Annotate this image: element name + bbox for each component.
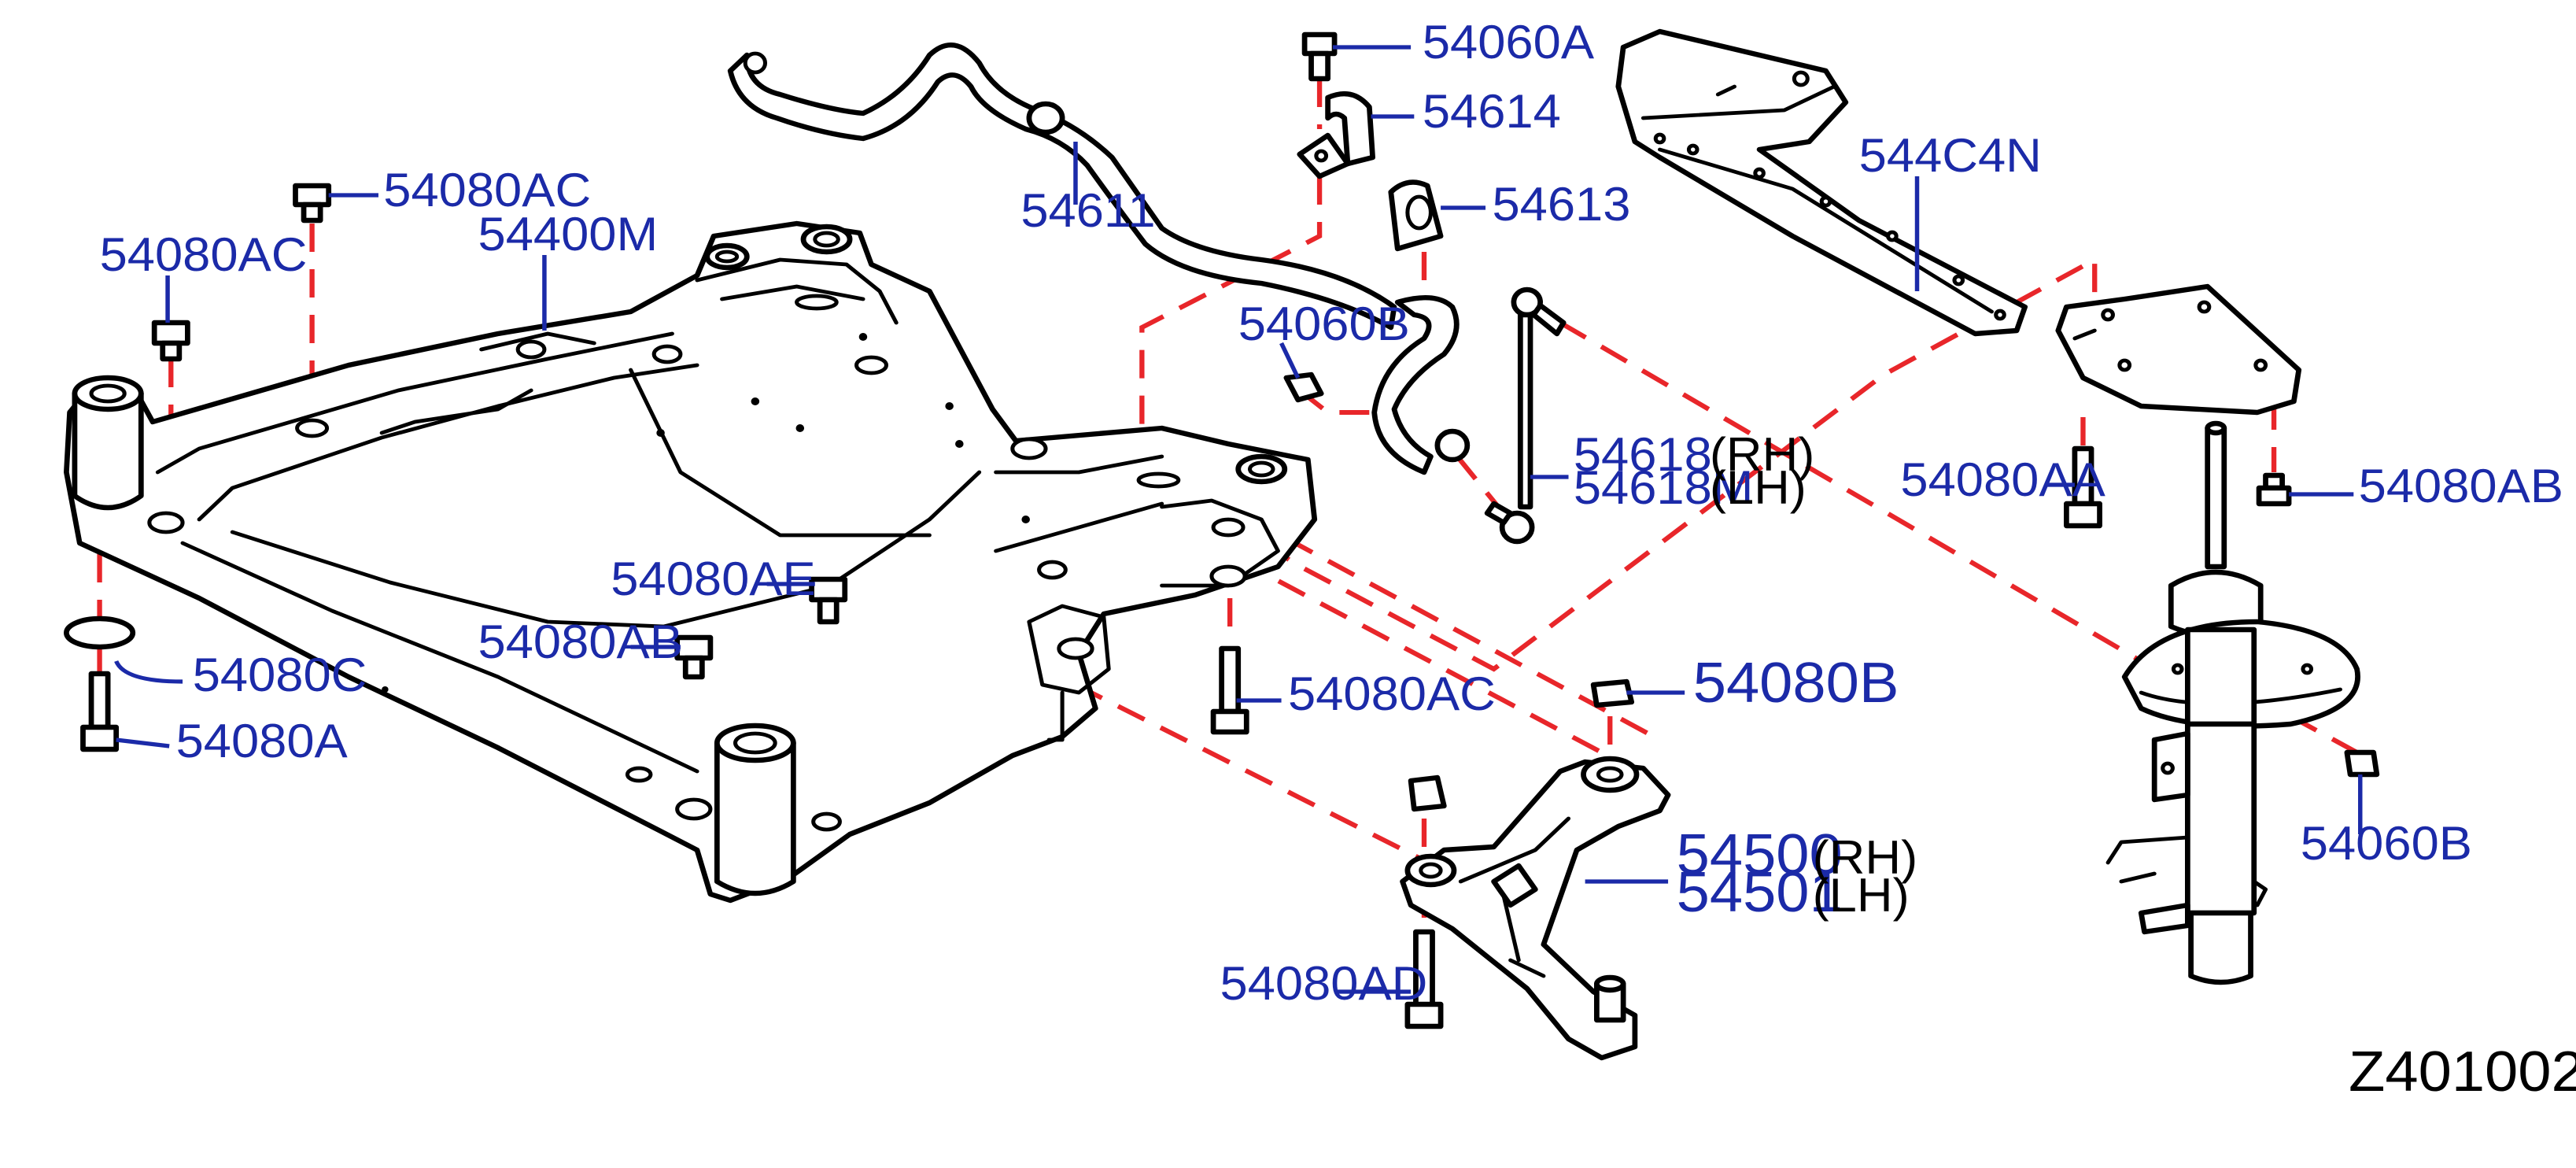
label-544c4n: 544C4N bbox=[1859, 129, 2042, 182]
label-54618m: 54618M bbox=[1574, 461, 1754, 514]
label-54080ac-top: 54080AC bbox=[383, 164, 591, 216]
stabilizer-link bbox=[1484, 286, 1567, 545]
diagram-code: Z401002U bbox=[2349, 1040, 2576, 1103]
note-rh-link: (RH) bbox=[1710, 428, 1815, 481]
label-54500: 54500 bbox=[1677, 822, 1843, 886]
leader-lines bbox=[114, 45, 2363, 994]
label-54614: 54614 bbox=[1423, 85, 1561, 138]
label-54080ab-left: 54080AB bbox=[478, 615, 683, 668]
label-54080ad: 54080AD bbox=[1220, 957, 1428, 1010]
stabilizer-bar bbox=[727, 43, 1471, 475]
strut-upper-bracket bbox=[2055, 283, 2302, 416]
label-54060b-right: 54060B bbox=[2301, 817, 2472, 870]
stabilizer-clamp-group bbox=[1283, 31, 1444, 403]
note-lh-link: (LH) bbox=[1710, 461, 1807, 514]
bracket-544c4n bbox=[1615, 28, 2028, 337]
lower-control-arm bbox=[1400, 756, 1671, 1061]
fasteners bbox=[64, 183, 2380, 1029]
label-54611: 54611 bbox=[1020, 184, 1155, 237]
label-54080aa: 54080AA bbox=[1900, 453, 2105, 506]
label-54060b-left: 54060B bbox=[1238, 298, 1410, 350]
label-54080a: 54080A bbox=[176, 715, 348, 767]
label-54501: 54501 bbox=[1677, 860, 1843, 924]
label-54618: 54618 bbox=[1574, 428, 1712, 481]
label-54613: 54613 bbox=[1492, 178, 1630, 231]
label-54080ae: 54080AE bbox=[611, 553, 815, 605]
label-54080ac-left: 54080AC bbox=[100, 228, 308, 281]
assembly-guide-lines bbox=[97, 79, 2359, 929]
label-54080c: 54080C bbox=[193, 649, 367, 701]
note-lh-arm: (LH) bbox=[1813, 869, 1910, 922]
suspension-member bbox=[64, 220, 1318, 904]
part-labels: 54060A 54614 54613 54611 544C4N 54080AC … bbox=[100, 16, 2576, 1103]
label-54400m: 54400M bbox=[478, 208, 659, 261]
strut-assembly bbox=[2105, 420, 2360, 985]
label-54060a: 54060A bbox=[1423, 16, 1594, 68]
label-54080ab-right: 54080AB bbox=[2359, 460, 2563, 512]
label-54080b: 54080B bbox=[1693, 651, 1899, 715]
label-54080ac-mid: 54080AC bbox=[1288, 667, 1496, 720]
note-rh-arm: (RH) bbox=[1813, 831, 1918, 884]
